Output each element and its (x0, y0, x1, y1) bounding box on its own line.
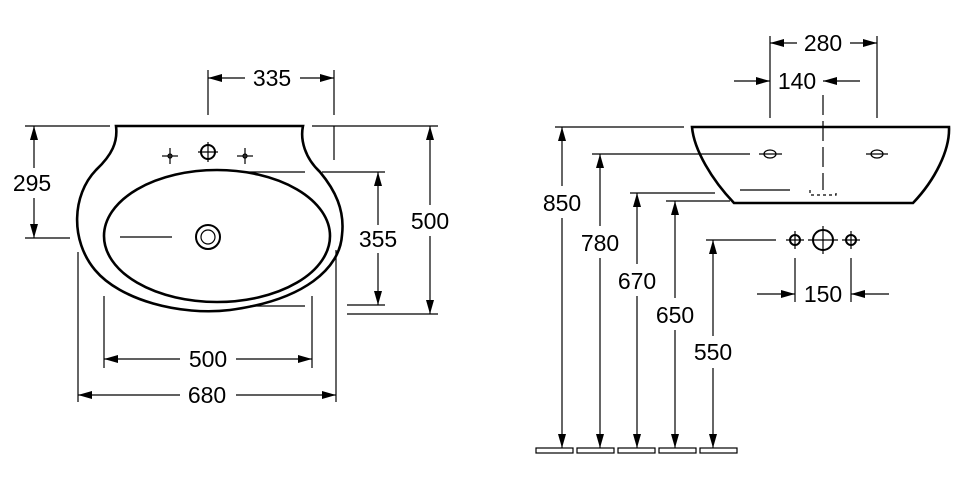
drain-icon (195, 224, 221, 250)
dim-label-500-horizontal: 500 (189, 346, 227, 372)
dim-550: 550 (694, 239, 776, 448)
drain-outlet-dashed (809, 190, 837, 196)
dim-650: 650 (656, 200, 730, 448)
dim-500-vertical: 500 (312, 125, 449, 315)
dim-150: 150 (757, 258, 889, 307)
dim-335: 335 (207, 65, 335, 115)
dim-label-355: 355 (359, 226, 397, 252)
basin-inner-bowl (102, 168, 332, 304)
left-tap-marker-icon (162, 148, 178, 164)
dim-label-140: 140 (778, 68, 816, 94)
dim-850: 850 (543, 126, 684, 448)
side-view: 280 140 850 (535, 30, 951, 454)
front-view: 335 295 355 (13, 65, 449, 408)
dim-label-650: 650 (656, 302, 694, 328)
dim-680: 680 (77, 250, 337, 408)
supply-connections (786, 226, 860, 254)
dim-355: 355 (322, 171, 397, 306)
dim-label-335: 335 (253, 65, 291, 91)
dim-670: 670 (618, 192, 715, 448)
dim-label-500-vertical: 500 (411, 208, 449, 234)
dim-label-670: 670 (618, 268, 656, 294)
dim-label-550: 550 (694, 339, 732, 365)
dim-label-295: 295 (13, 170, 51, 196)
dim-label-850: 850 (543, 190, 581, 216)
dim-label-780: 780 (581, 230, 619, 256)
basin-outer-outline (75, 124, 344, 313)
dim-780: 780 (581, 153, 750, 448)
dim-500-horizontal: 500 (103, 296, 313, 372)
dim-label-680: 680 (188, 382, 226, 408)
dim-295: 295 (13, 125, 110, 239)
dim-label-150: 150 (804, 281, 842, 307)
dim-label-280: 280 (804, 30, 842, 56)
dim-140: 140 (734, 68, 860, 94)
basin-side-profile (690, 125, 951, 205)
dim-280: 280 (769, 30, 878, 118)
right-tap-marker-icon (237, 148, 253, 164)
drain-inner-ring (200, 229, 216, 245)
floor-markers (535, 447, 738, 454)
